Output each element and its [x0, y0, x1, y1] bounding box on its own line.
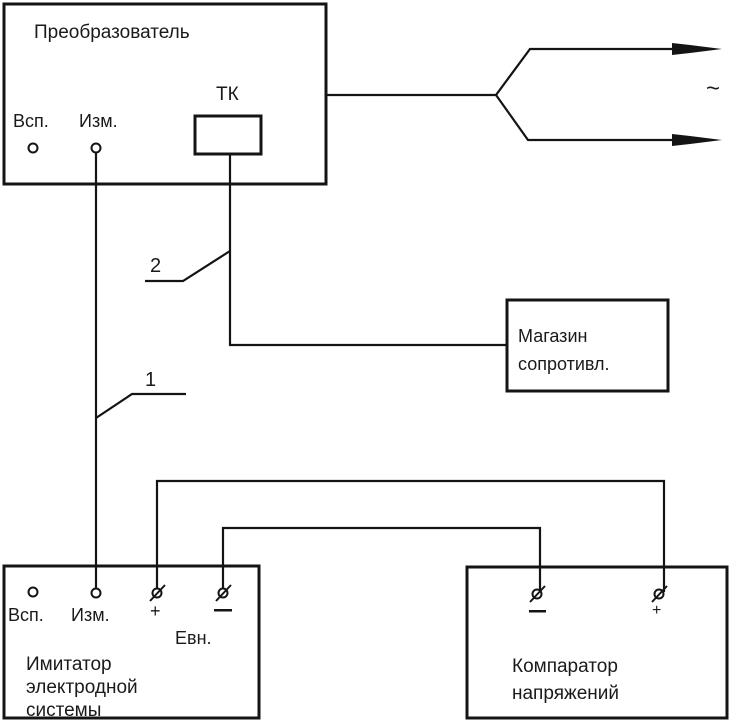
cable-2-leader: [145, 250, 231, 283]
simulator-title-line2: электродной: [26, 677, 138, 698]
simulator-plus-terminal-icon[interactable]: [149, 584, 166, 602]
resistance-box-block: Магазин сопротивл.: [505, 298, 670, 393]
simulator-minus-terminal-icon[interactable]: [215, 584, 232, 602]
comparator-minus-terminal-icon[interactable]: [529, 585, 546, 603]
resistance-box-line1: Магазин: [518, 326, 587, 346]
plug-pin-lower-icon: [672, 134, 722, 146]
resistance-box-line2: сопротивл.: [518, 354, 610, 374]
simulator-aux-terminal[interactable]: [27, 586, 39, 598]
plug-pin-upper-icon: [672, 43, 722, 55]
cable-1: 1: [94, 153, 186, 592]
comparator-title-line2: напряжений: [512, 683, 619, 704]
comparator-minus-sign: [529, 610, 546, 613]
converter-meas-label: Изм.: [79, 111, 118, 131]
cable-1-leader: [95, 392, 186, 419]
comparator-plus-terminal-icon[interactable]: [651, 585, 668, 603]
simulator-meas-terminal[interactable]: [90, 587, 102, 599]
simulator-minus-sign: [214, 609, 232, 612]
simulator-meas-label: Изм.: [71, 605, 110, 625]
converter-title: Преобразователь: [34, 22, 190, 43]
cable-1-label: 1: [145, 369, 156, 391]
converter-block: Преобразователь Всп. Изм. ТК: [2, 2, 328, 186]
comparator-frame: [465, 565, 729, 720]
cable-2-label: 2: [150, 255, 161, 277]
simulator-aux-label: Всп.: [8, 605, 44, 625]
simulator-frame: [2, 564, 261, 720]
comparator-block: + Компаратор напряжений: [465, 565, 729, 720]
comparator-plus-label: +: [652, 602, 661, 619]
resistance-box-frame: [505, 298, 670, 393]
simulator-title-line1: Имитатор: [26, 654, 112, 675]
power-cord: ~: [326, 43, 722, 146]
simulator-evn-label: Евн.: [175, 628, 212, 648]
simulator-block: Всп. Изм. + Евн. Имитатор электродной си…: [2, 564, 261, 721]
converter-meas-terminal[interactable]: [90, 142, 102, 154]
converter-aux-terminal[interactable]: [27, 142, 39, 154]
converter-aux-label: Всп.: [13, 111, 49, 131]
simulator-plus-label: +: [150, 601, 161, 621]
tk-connector[interactable]: [193, 114, 263, 156]
simulator-title-line3: системы: [26, 700, 101, 721]
comparator-title-line1: Компаратор: [512, 656, 618, 677]
power-wire-upper: [326, 47, 680, 97]
wire-plus-to-plus: [155, 479, 666, 592]
cable-2-wire: [228, 154, 507, 347]
converter-tk-label: ТК: [216, 84, 239, 105]
cable-2: 2: [145, 154, 507, 347]
power-wire-lower: [495, 94, 680, 142]
ac-symbol: ~: [706, 75, 720, 102]
wire-minus-to-minus: [221, 526, 542, 592]
